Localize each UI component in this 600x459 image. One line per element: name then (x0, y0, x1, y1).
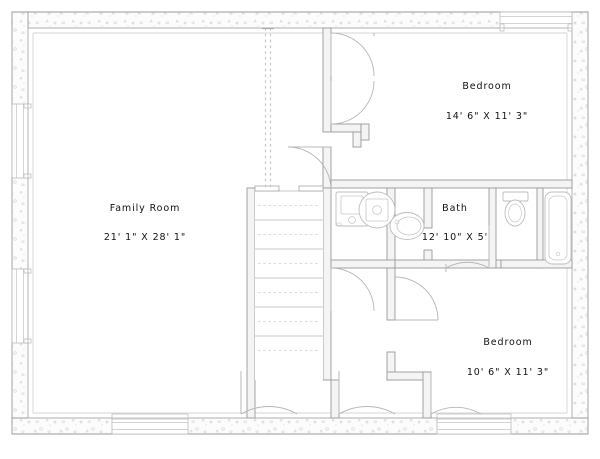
doors-group (240, 32, 490, 415)
dryer (358, 191, 396, 229)
room-labels-group: Family Room 21' 1" X 28' 1" Bedroom 14' … (104, 81, 549, 378)
storage-door-right (430, 371, 482, 415)
room-dimensions-bedroom-upper: 14' 6" X 11' 3" (446, 111, 528, 122)
fixtures-group (335, 191, 572, 265)
staircase (254, 185, 324, 380)
room-dimensions-family-room: 21' 1" X 28' 1" (104, 232, 186, 243)
window-bottom-wall-right (436, 413, 512, 435)
closet-door-upper-a (330, 32, 375, 77)
closet-door-upper-b (330, 80, 375, 125)
window-left-wall-lower (11, 268, 32, 344)
room-label-bedroom-lower: Bedroom (483, 337, 532, 348)
overhead-beam-dashed-line (262, 27, 274, 188)
storage-door-left (240, 371, 298, 415)
bathroom-sink (389, 212, 425, 240)
room-label-family-room: Family Room (110, 203, 181, 214)
room-dimensions-bedroom-lower: 10' 6" X 11' 3" (467, 367, 549, 378)
bath-door-left (330, 267, 375, 312)
window-bottom-wall-left (111, 413, 189, 435)
bedroom-upper-entry-door (287, 146, 332, 191)
bedroom-lower-entry-door (394, 276, 439, 321)
storage-door-mid (338, 371, 396, 415)
window-left-wall-upper (11, 103, 32, 179)
room-label-bath: Bath (442, 203, 468, 214)
room-dimensions-bath: 12' 10" X 5' (422, 232, 488, 243)
toilet (502, 191, 529, 227)
room-label-bedroom-upper: Bedroom (462, 81, 511, 92)
bathtub (544, 191, 572, 265)
bath-door-right (445, 225, 490, 272)
